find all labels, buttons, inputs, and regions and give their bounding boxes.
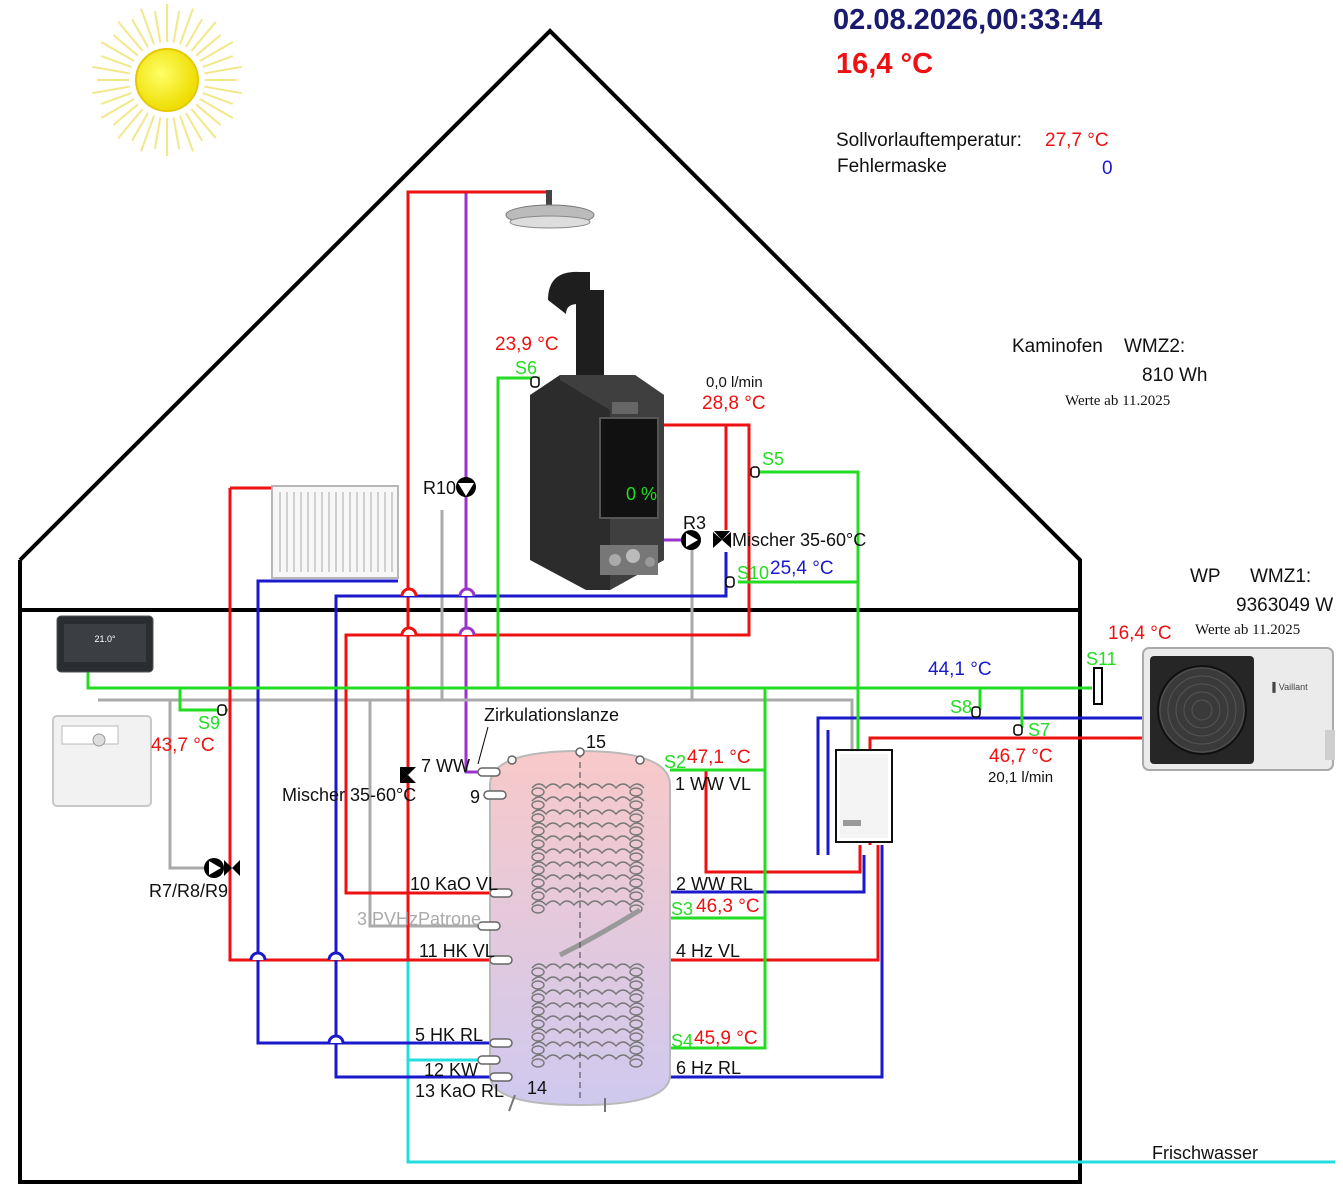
sensor-s3-label: S3 [671, 899, 694, 919]
s9-temp: 43,7 °C [151, 735, 215, 756]
radiator-icon [271, 485, 399, 579]
sensor-s4-label: S4 [671, 1031, 694, 1051]
kaminofen-wmz-label: WMZ2: [1124, 336, 1186, 357]
port-13: 13 KaO RL [415, 1081, 505, 1101]
r3-pump-icon [681, 530, 701, 550]
indoor-module-icon [835, 749, 893, 843]
wp-energy: 9363049 W [1236, 595, 1334, 616]
r789-pump-icon [204, 858, 224, 878]
frischwasser-label: Frischwasser [1152, 1143, 1259, 1163]
sensor-s6-label: S6 [515, 358, 538, 378]
sun-icon [91, 4, 243, 156]
sensor-s11-label: S11 [1086, 649, 1117, 669]
kaminofen-flow: 0,0 l/min [706, 374, 763, 391]
wp-wmz-label: WMZ1: [1250, 566, 1312, 587]
sensor-s7-label: S7 [1028, 720, 1051, 740]
kaminofen-icon [530, 271, 664, 590]
mixer-left-label: Mischer 35-60°C [282, 785, 417, 805]
port-2: 2 WW RL [676, 874, 754, 894]
wp-flow: 20,1 l/min [988, 769, 1054, 786]
soll-label: Sollvorlauftemperatur: [836, 130, 1022, 151]
storage-tank-icon [489, 749, 671, 1112]
kaminofen-energy: 810 Wh [1142, 365, 1208, 386]
mixer-valve-r789-icon [224, 860, 240, 876]
kaminofen-label: Kaminofen [1012, 336, 1103, 357]
s11-sensor-icon [1093, 667, 1103, 705]
wp-since: Werte ab 11.2025 [1195, 622, 1301, 638]
heat-pump-unit-icon: ▌Vaillant [1142, 647, 1335, 771]
port-12: 12 KW [424, 1060, 479, 1080]
fehler-label: Fehlermaske [837, 156, 947, 177]
tank-connectors [477, 747, 645, 1082]
port-9: 9 [470, 787, 481, 807]
kaminofen-percent: 0 % [626, 484, 658, 504]
kaminofen-temp-out: 28,8 °C [702, 393, 766, 414]
house-outline [18, 28, 1082, 1184]
s6-temp: 23,9 °C [495, 334, 559, 355]
port-11: 11 HK VL [419, 941, 495, 961]
s2-temp: 47,1 °C [687, 747, 751, 768]
s7-temp: 46,7 °C [989, 746, 1053, 767]
display-screen-temp: 21.0° [94, 634, 116, 644]
red-pipe-top [406, 190, 550, 770]
fehler-value: 0 [1102, 158, 1113, 179]
sensor-s5-label: S5 [762, 449, 785, 469]
port-5: 5 HK RL [415, 1025, 484, 1045]
s8-temp: 44,1 °C [928, 659, 992, 680]
pipe-network [86, 190, 1335, 1164]
mixer-top-label: Mischer 35-60°C [732, 530, 867, 550]
mixer-valve-left-icon [400, 767, 416, 783]
sensor-s10-label: S10 [737, 563, 770, 583]
port-14: 14 [527, 1078, 548, 1098]
r10-pump-icon [456, 477, 476, 497]
pipe-crossovers [249, 587, 476, 1044]
port-7: 7 WW [421, 756, 470, 776]
port-3: 3 PVHzPatrone [357, 909, 482, 929]
s4-temp: 45,9 °C [694, 1028, 758, 1049]
s10-temp: 25,4 °C [770, 558, 834, 579]
port-15: 15 [586, 732, 607, 752]
zirkulation-label: Zirkulationslanze [484, 705, 620, 725]
s3-temp: 46,3 °C [696, 896, 760, 917]
port-6: 6 Hz RL [676, 1058, 742, 1078]
sensor-s8-label: S8 [950, 697, 973, 717]
r789-label: R7/R8/R9 [149, 881, 229, 901]
sensor-icons [217, 376, 1023, 736]
soll-value: 27,7 °C [1045, 130, 1109, 151]
outside-temp-label: 16,4 °C [836, 48, 934, 80]
datetime-label: 02.08.2026,00:33:44 [833, 4, 1103, 36]
svg-text:▌Vaillant: ▌Vaillant [1272, 681, 1308, 693]
wp-label: WP [1190, 566, 1221, 587]
solar-controller-icon [52, 715, 152, 807]
sensor-s2-label: S2 [664, 752, 687, 772]
shower-head-icon [505, 190, 595, 229]
s11-temp: 16,4 °C [1108, 623, 1172, 644]
port-4: 4 Hz VL [676, 941, 741, 961]
r3-label: R3 [683, 513, 707, 533]
mixer-valve-top-icon [713, 531, 731, 548]
kaminofen-since: Werte ab 11.2025 [1065, 393, 1171, 409]
port-1: 1 WW VL [675, 774, 752, 794]
control-display-icon: 21.0° [56, 615, 154, 673]
r10-label: R10 [423, 478, 457, 498]
sensor-s9-label: S9 [198, 713, 221, 733]
port-10: 10 KaO VL [410, 874, 499, 894]
